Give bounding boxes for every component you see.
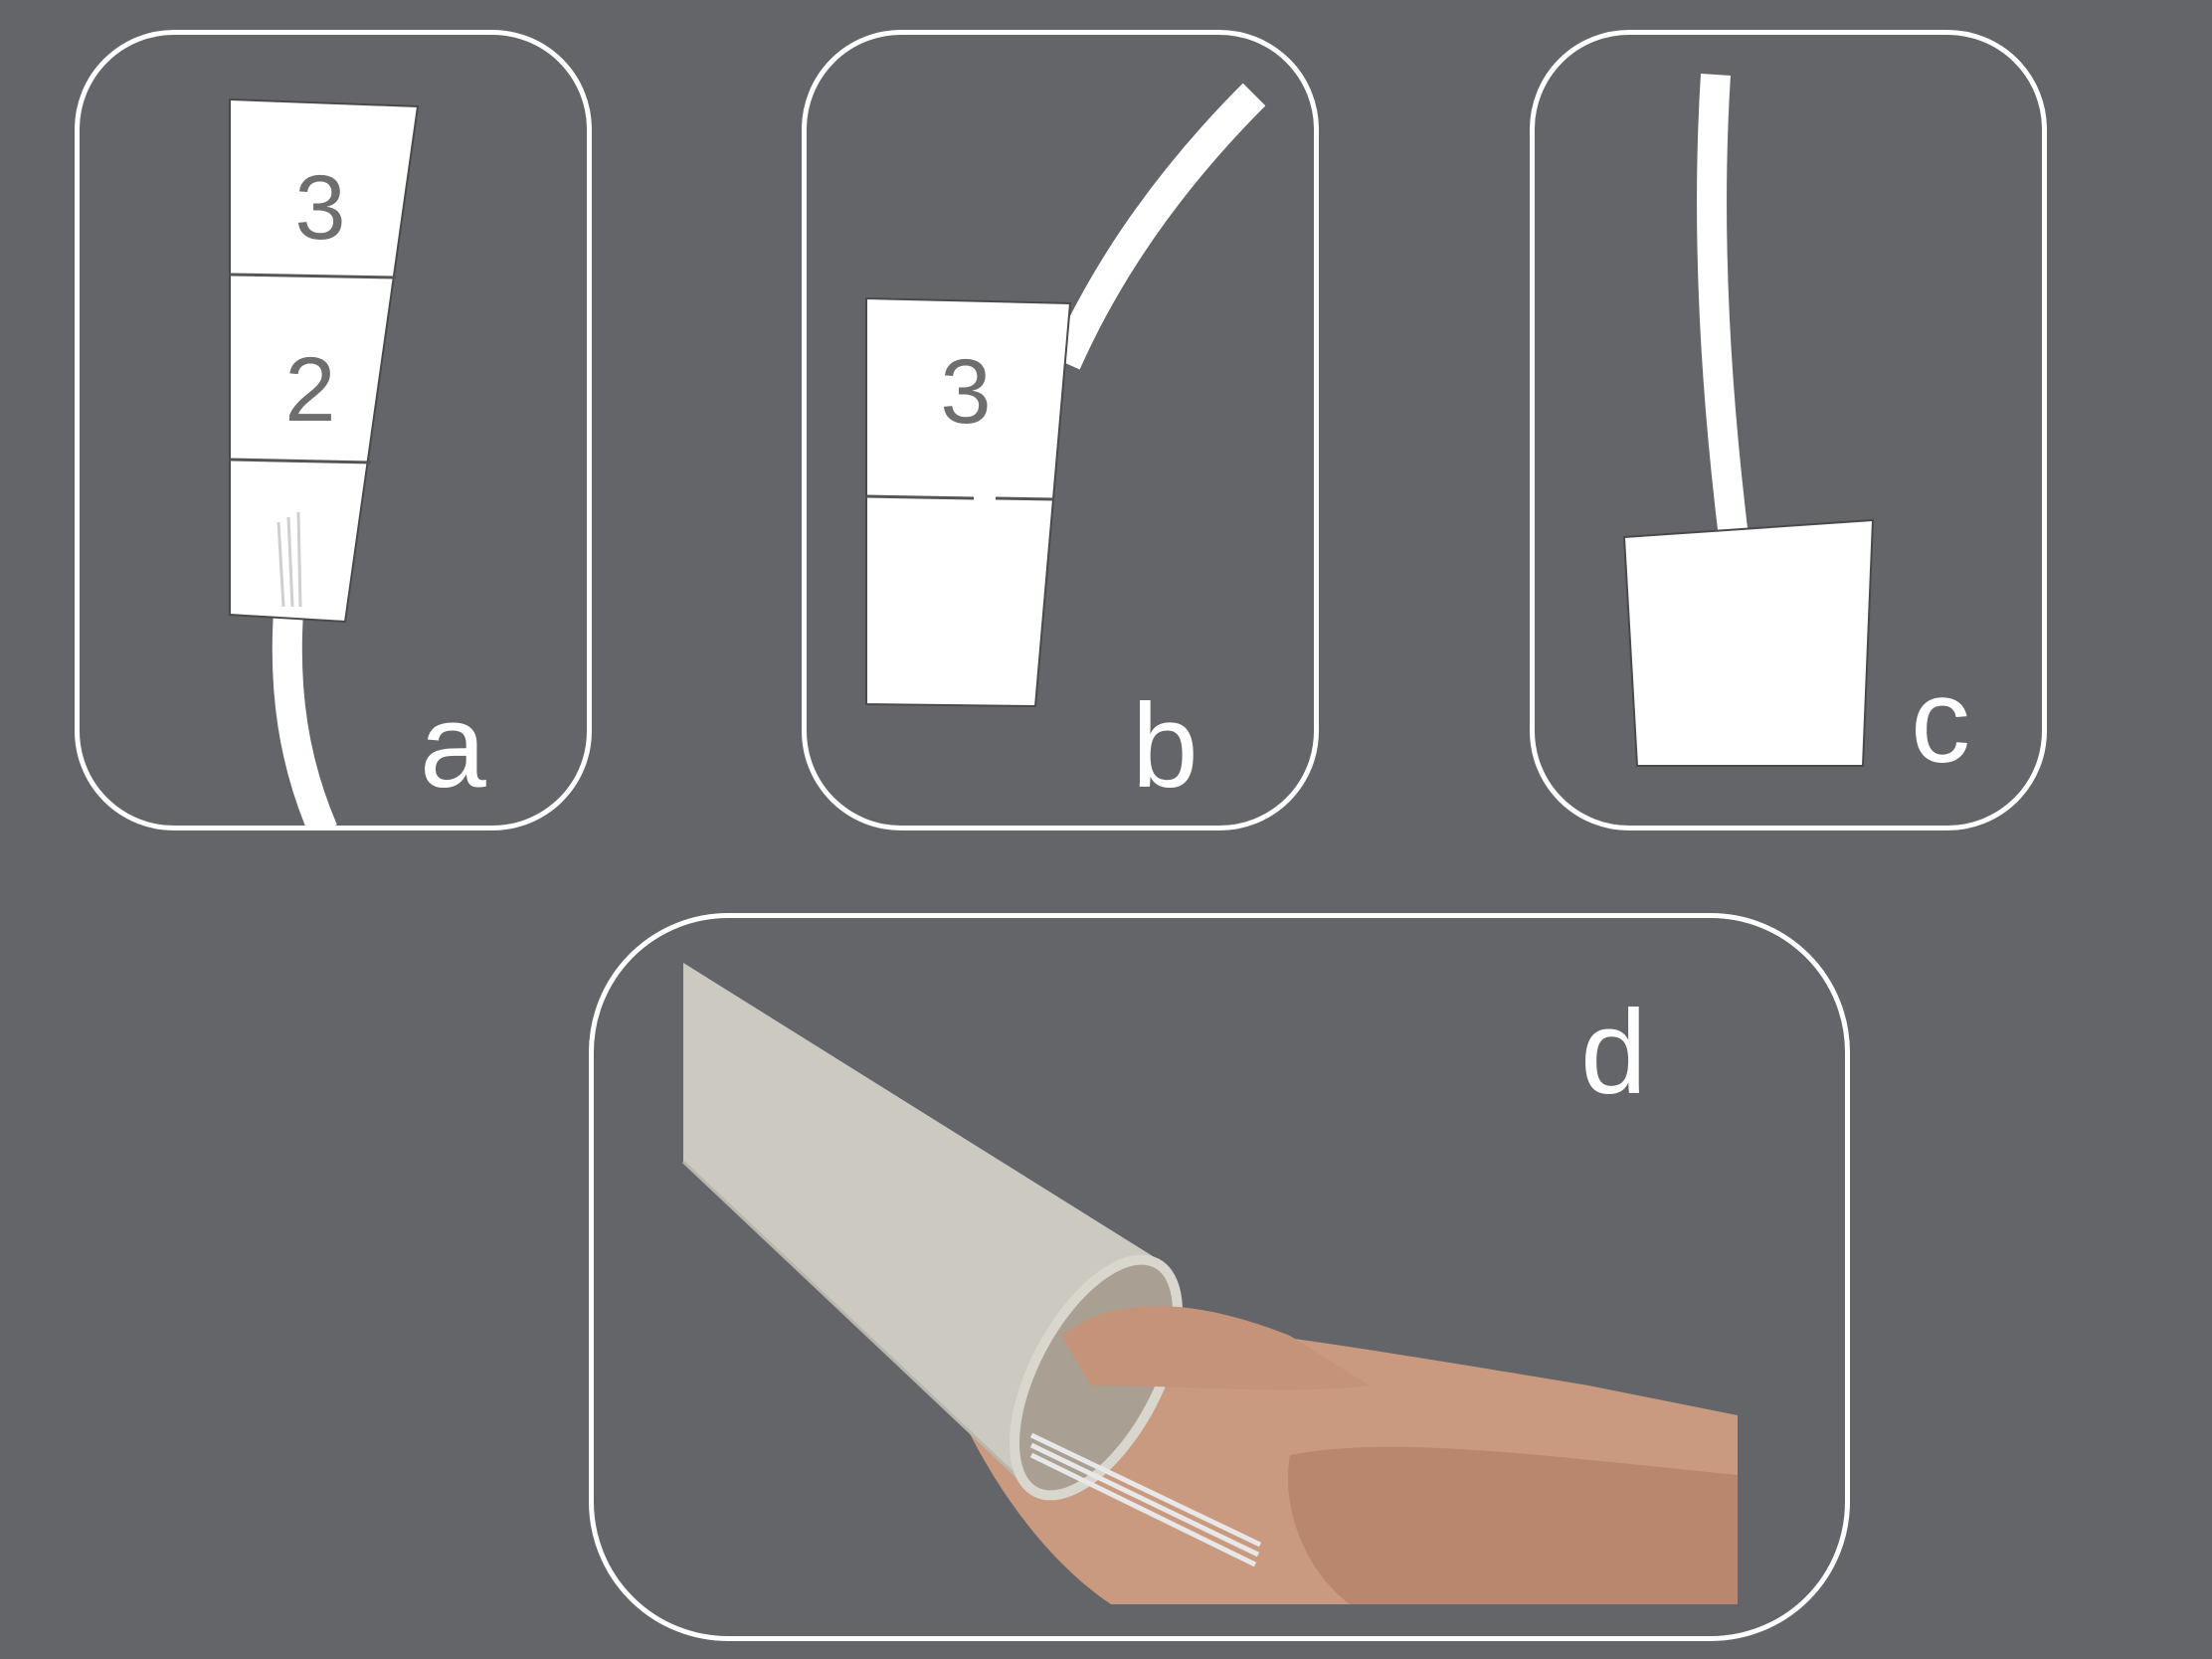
ribbon-cable xyxy=(1050,83,1266,370)
segment-label-3: 3 xyxy=(294,157,345,259)
paper-strip xyxy=(865,296,1072,708)
finger xyxy=(1061,1306,1370,1390)
panel-label-b: b xyxy=(1132,679,1198,813)
paper-strip xyxy=(229,97,420,624)
panel-label-a: a xyxy=(420,679,486,813)
wire-leads xyxy=(276,511,302,608)
ribbon-cable xyxy=(1697,74,1749,539)
panel-label-d: d xyxy=(1580,986,1647,1119)
ribbon-cable xyxy=(272,611,337,826)
panel-c: c xyxy=(1530,30,2047,830)
tube-edge xyxy=(681,1160,1038,1497)
thumb xyxy=(1288,1446,1738,1604)
ribbon-cable xyxy=(1029,1432,1262,1567)
bent-sensor-strip: 3 xyxy=(865,83,1266,708)
segment-divider xyxy=(995,496,1054,501)
folded-sensor-strip: 3 2 xyxy=(229,97,420,826)
panel-a: 3 2 a xyxy=(75,30,592,830)
panel-b: 3 b xyxy=(802,30,1319,830)
folded-sensor-block xyxy=(1622,74,1875,767)
paper-block xyxy=(1622,518,1875,767)
segment-divider xyxy=(229,458,372,464)
segment-label-2: 2 xyxy=(284,339,335,441)
tube-with-finger-photo xyxy=(681,963,1738,1604)
segment-divider xyxy=(229,273,397,279)
segment-divider xyxy=(865,494,975,500)
panel-d: d xyxy=(589,913,1850,1641)
panel-label-c: c xyxy=(1911,654,1970,788)
segment-label-3: 3 xyxy=(940,341,991,443)
